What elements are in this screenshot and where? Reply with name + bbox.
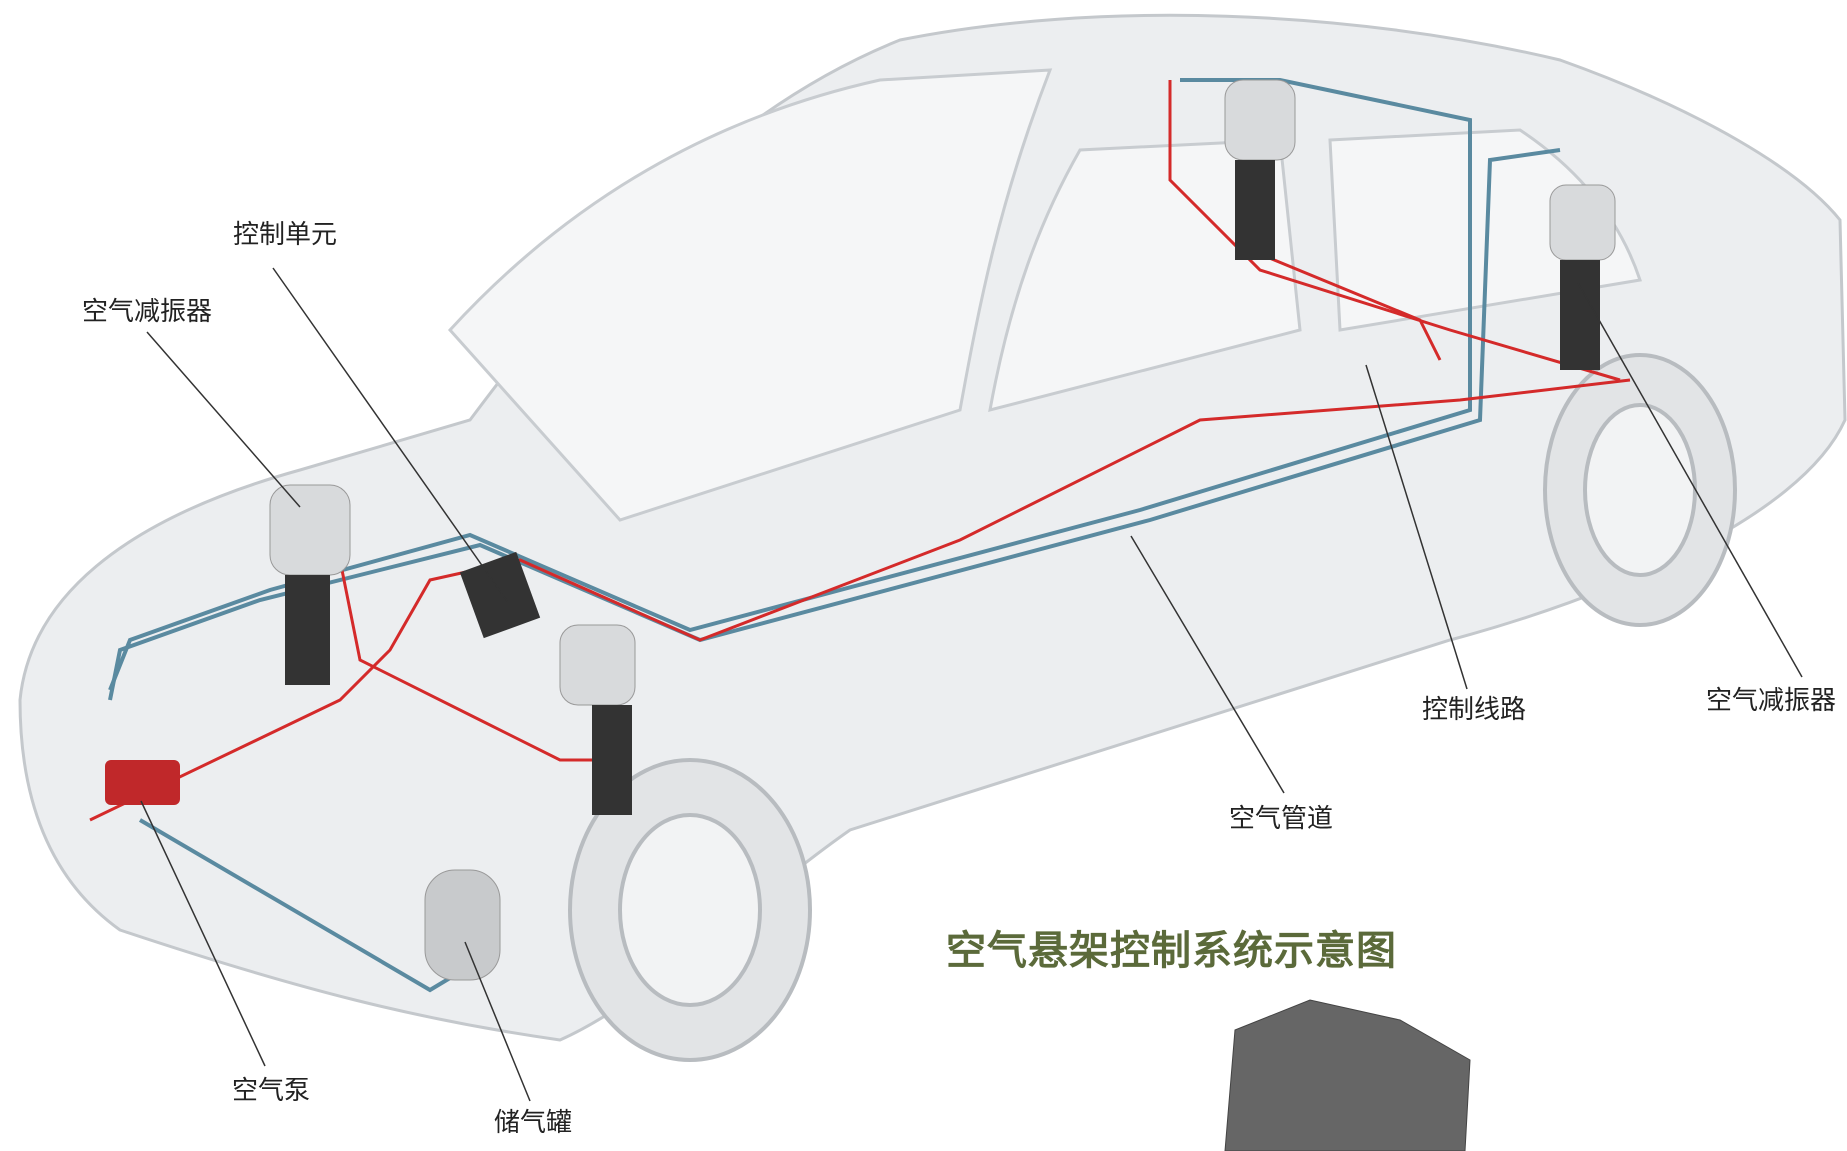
label-air-spring-front: 空气减振器 bbox=[82, 297, 213, 327]
air-spring-struts bbox=[269, 79, 1616, 815]
diagram-title: 空气悬架控制系统示意图 bbox=[946, 928, 1397, 974]
label-air-pump: 空气泵 bbox=[232, 1076, 311, 1106]
components bbox=[105, 551, 1471, 1151]
label-air-reservoir: 储气罐 bbox=[494, 1108, 573, 1138]
label-air-line: 空气管道 bbox=[1229, 804, 1334, 834]
label-control-wiring: 控制线路 bbox=[1422, 695, 1527, 725]
label-control-unit: 控制单元 bbox=[233, 220, 338, 250]
wheels bbox=[568, 353, 1737, 1062]
control-wiring bbox=[89, 80, 1631, 822]
leader-lines bbox=[140, 267, 1803, 1102]
label-air-spring-rear: 空气减振器 bbox=[1706, 686, 1837, 716]
